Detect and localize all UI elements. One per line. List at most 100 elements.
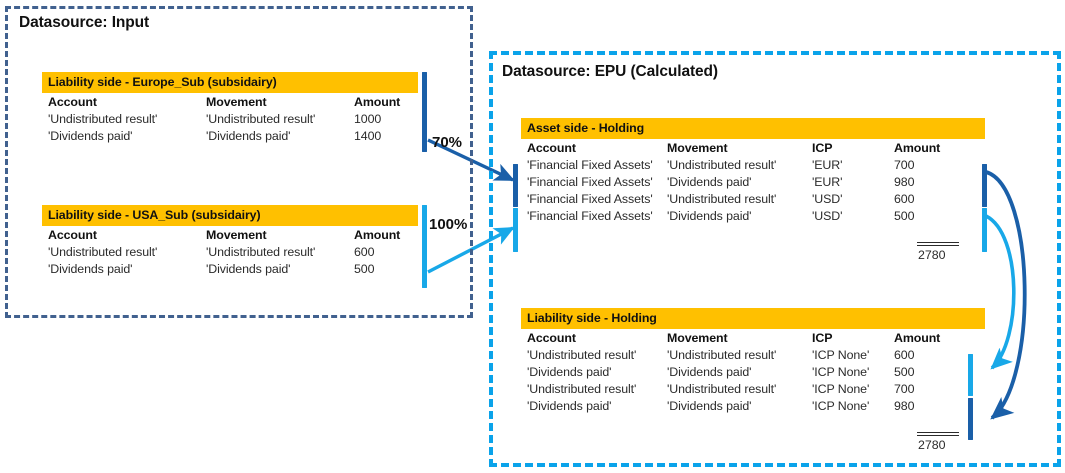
cell-amount: 600: [354, 245, 375, 259]
cell-icp: 'ICP None': [812, 382, 870, 396]
cell-icp: 'USD': [812, 209, 843, 223]
table-europe-sub-grid: Account Movement Amount 'Undistributed r…: [42, 93, 418, 144]
cell-amount: 500: [354, 262, 375, 276]
marker-bar-europe-sub: [422, 72, 427, 152]
cell-icp: 'USD': [812, 192, 843, 206]
col-movement: Movement: [206, 95, 267, 109]
table-header-row: Account Movement ICP Amount: [521, 329, 978, 346]
table-header-row: Account Movement Amount: [42, 226, 418, 243]
table-header-row: Account Movement ICP Amount: [521, 139, 978, 156]
col-icp: ICP: [812, 331, 833, 345]
datasource-epu-box: [489, 51, 1061, 467]
table-row: 'Financial Fixed Assets' 'Dividends paid…: [521, 207, 978, 224]
cell-amount: 1400: [354, 129, 382, 143]
cell-icp: 'ICP None': [812, 365, 870, 379]
cell-amount: 1000: [354, 112, 382, 126]
cell-movement: 'Undistributed result': [667, 158, 777, 172]
col-movement: Movement: [206, 228, 267, 242]
col-amount: Amount: [894, 331, 941, 345]
cell-account: 'Financial Fixed Assets': [527, 175, 653, 189]
connector-label-100: 100%: [429, 216, 468, 233]
col-movement: Movement: [667, 331, 728, 345]
cell-account: 'Undistributed result': [527, 348, 637, 362]
col-amount: Amount: [354, 228, 401, 242]
cell-account: 'Financial Fixed Assets': [527, 192, 653, 206]
table-header-row: Account Movement Amount: [42, 93, 418, 110]
table-asset-holding-grid: Account Movement ICP Amount 'Financial F…: [521, 139, 978, 224]
connector-label-70: 70%: [432, 134, 463, 151]
col-account: Account: [48, 228, 97, 242]
cell-movement: 'Undistributed result': [206, 245, 316, 259]
table-liability-holding-title: Liability side - Holding: [521, 308, 985, 329]
table-row: 'Financial Fixed Assets' 'Dividends paid…: [521, 173, 978, 190]
cell-amount: 500: [894, 209, 915, 223]
cell-movement: 'Undistributed result': [667, 192, 777, 206]
cell-amount: 700: [894, 158, 915, 172]
cell-movement: 'Dividends paid': [206, 129, 291, 143]
cell-movement: 'Undistributed result': [667, 348, 777, 362]
cell-account: 'Financial Fixed Assets': [527, 158, 653, 172]
col-account: Account: [48, 95, 97, 109]
cell-icp: 'EUR': [812, 158, 843, 172]
cell-account: 'Undistributed result': [527, 382, 637, 396]
cell-movement: 'Undistributed result': [667, 382, 777, 396]
cell-amount: 980: [894, 399, 915, 413]
cell-icp: 'ICP None': [812, 399, 870, 413]
cell-account: 'Dividends paid': [527, 365, 612, 379]
cell-account: 'Financial Fixed Assets': [527, 209, 653, 223]
cell-account: 'Undistributed result': [48, 112, 158, 126]
table-row: 'Financial Fixed Assets' 'Undistributed …: [521, 190, 978, 207]
col-movement: Movement: [667, 141, 728, 155]
cell-amount: 600: [894, 348, 915, 362]
cell-movement: 'Undistributed result': [206, 112, 316, 126]
cell-amount: 600: [894, 192, 915, 206]
table-row: 'Dividends paid' 'Dividends paid' 'ICP N…: [521, 397, 978, 414]
marker-bar-asset-eur-right: [982, 164, 987, 207]
cell-amount: 980: [894, 175, 915, 189]
col-amount: Amount: [894, 141, 941, 155]
cell-movement: 'Dividends paid': [667, 209, 752, 223]
marker-bar-liability-top: [968, 354, 973, 396]
asset-total-rule: [917, 242, 959, 246]
marker-bar-asset-eur-left: [513, 164, 518, 207]
datasource-input-box: [5, 6, 473, 318]
marker-bar-liability-bottom: [968, 398, 973, 440]
marker-bar-asset-usd-left: [513, 208, 518, 252]
table-usa-sub-grid: Account Movement Amount 'Undistributed r…: [42, 226, 418, 277]
table-liability-holding: Liability side - Holding Account Movemen…: [521, 308, 985, 414]
table-row: 'Dividends paid' 'Dividends paid' 500: [42, 260, 418, 277]
table-row: 'Undistributed result' 'Undistributed re…: [42, 110, 418, 127]
table-europe-sub-title: Liability side - Europe_Sub (subsidairy): [42, 72, 418, 93]
col-account: Account: [527, 331, 576, 345]
table-row: 'Financial Fixed Assets' 'Undistributed …: [521, 156, 978, 173]
table-usa-sub: Liability side - USA_Sub (subsidairy) Ac…: [42, 205, 418, 277]
table-row: 'Dividends paid' 'Dividends paid' 'ICP N…: [521, 363, 978, 380]
table-row: 'Undistributed result' 'Undistributed re…: [42, 243, 418, 260]
liability-total-value: 2780: [918, 438, 946, 452]
table-liability-holding-grid: Account Movement ICP Amount 'Undistribut…: [521, 329, 978, 414]
col-icp: ICP: [812, 141, 833, 155]
cell-account: 'Dividends paid': [48, 129, 133, 143]
marker-bar-usa-sub: [422, 205, 427, 288]
cell-icp: 'EUR': [812, 175, 843, 189]
col-account: Account: [527, 141, 576, 155]
table-row: 'Undistributed result' 'Undistributed re…: [521, 380, 978, 397]
datasource-input-title: Datasource: Input: [19, 14, 150, 31]
liability-total-rule: [917, 432, 959, 436]
cell-account: 'Dividends paid': [527, 399, 612, 413]
cell-amount: 500: [894, 365, 915, 379]
col-amount: Amount: [354, 95, 401, 109]
cell-account: 'Undistributed result': [48, 245, 158, 259]
table-asset-holding-title: Asset side - Holding: [521, 118, 985, 139]
table-row: 'Undistributed result' 'Undistributed re…: [521, 346, 978, 363]
cell-account: 'Dividends paid': [48, 262, 133, 276]
marker-bar-asset-usd-right: [982, 208, 987, 252]
cell-amount: 700: [894, 382, 915, 396]
table-row: 'Dividends paid' 'Dividends paid' 1400: [42, 127, 418, 144]
cell-movement: 'Dividends paid': [206, 262, 291, 276]
table-europe-sub: Liability side - Europe_Sub (subsidairy)…: [42, 72, 418, 144]
table-asset-holding: Asset side - Holding Account Movement IC…: [521, 118, 985, 224]
cell-movement: 'Dividends paid': [667, 365, 752, 379]
cell-movement: 'Dividends paid': [667, 175, 752, 189]
